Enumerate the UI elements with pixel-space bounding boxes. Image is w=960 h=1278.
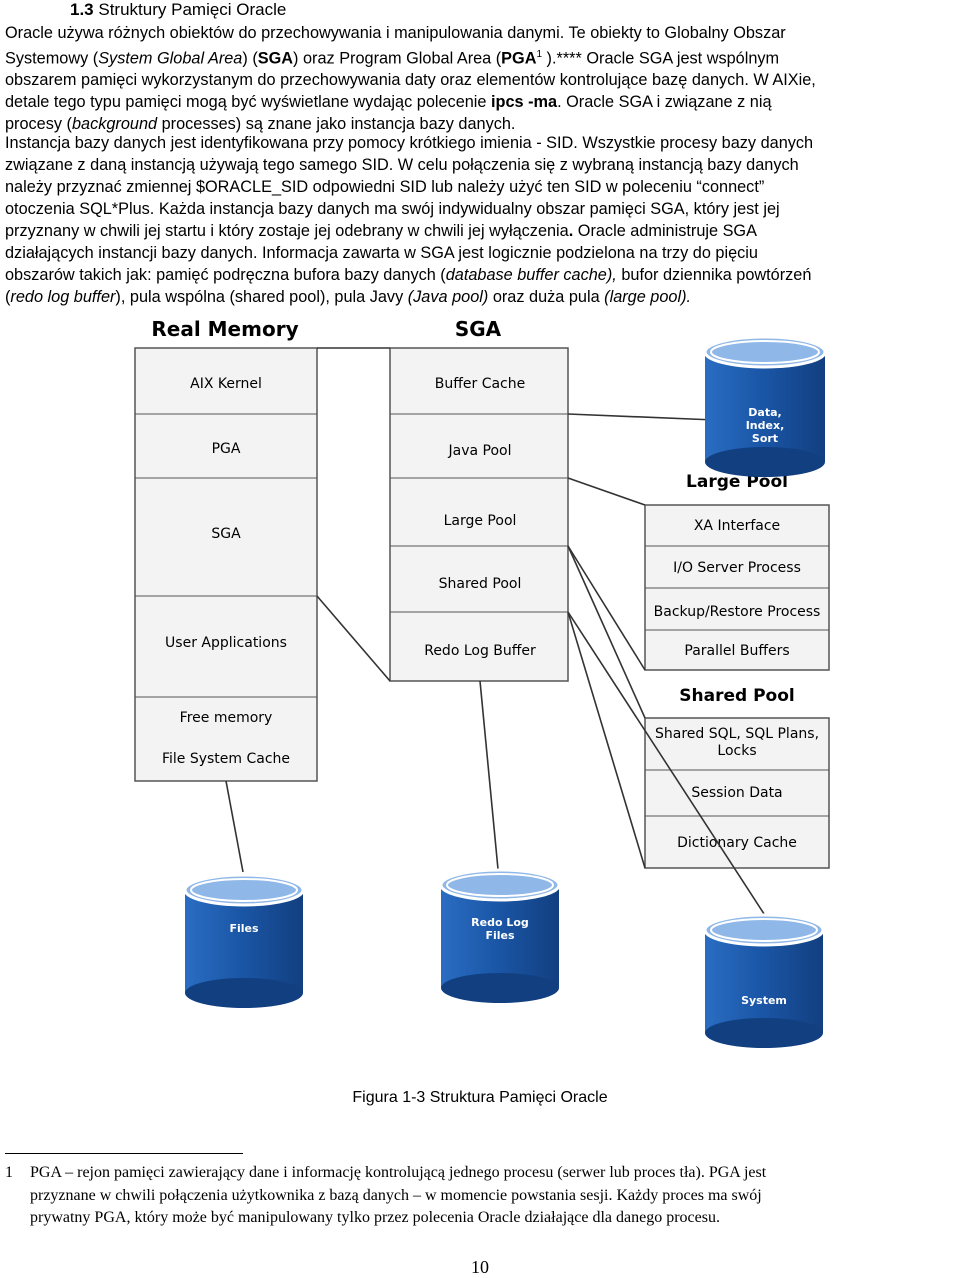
text-run: obszarem pamięci wykorzystanym do przech…	[5, 71, 816, 90]
footnote-line: PGA – rejon pamięci zawierający dane i i…	[30, 1164, 767, 1181]
rm-item-sga: SGA	[211, 526, 241, 542]
cyl-system-label: System	[741, 994, 787, 1007]
oracle-memory-diagram: Real Memory SGA AIX Kernel PGA SGA User …	[134, 317, 830, 1048]
sga-title: SGA	[455, 317, 502, 341]
footnote-separator	[5, 1153, 243, 1154]
rm-item-aix-kernel: AIX Kernel	[190, 376, 262, 392]
text-run: obszarów takich jak: pamięć podręczna bu…	[5, 266, 446, 284]
text-run: ) oraz Program Global Area (	[293, 49, 502, 68]
sga-item-large-pool: Large Pool	[444, 513, 517, 529]
section-number: 1.3	[70, 0, 94, 19]
sga-column: Buffer Cache Java Pool Large Pool Shared…	[389, 347, 569, 682]
text-run: SGA	[257, 49, 294, 68]
paragraph-line: obszarem pamięci wykorzystanym do przech…	[5, 69, 957, 91]
sp-item-session-data: Session Data	[691, 785, 782, 801]
text-run: System Global Area	[98, 49, 243, 68]
text-run: otoczenia SQL*Plus. Każda instancja bazy…	[5, 200, 780, 218]
text-run: działających instancji bazy danych. Info…	[5, 244, 758, 262]
text-run: Systemowy (	[5, 49, 99, 68]
footnote-number: 1	[5, 1164, 13, 1181]
text-run: procesy (	[5, 115, 72, 134]
text-run: Instancja bazy danych jest identyfikowan…	[5, 134, 814, 152]
text-run: database buffer cache),	[445, 266, 617, 284]
text-run: Oracle administruje SGA	[573, 222, 757, 240]
paragraph-line: działających instancji bazy danych. Info…	[5, 242, 957, 264]
sga-item-buffer-cache: Buffer Cache	[435, 376, 525, 392]
text-run: .	[568, 222, 574, 240]
text-run: processes) są znane jako instancja bazy …	[157, 115, 516, 134]
text-run: (Java pool)	[407, 288, 489, 306]
shared-pool-block: Shared Pool Shared SQL, SQL Plans, Locks…	[644, 686, 830, 869]
real-memory-title: Real Memory	[151, 317, 298, 341]
cyl-data-line1: Data,	[748, 406, 781, 419]
sp-item-locks: Locks	[717, 743, 756, 759]
rm-item-pga: PGA	[212, 441, 241, 457]
figure-caption: Figura 1-3 Struktura Pamięci Oracle	[352, 1089, 608, 1106]
paragraph-line: przyznany w chwili jej startu i który zo…	[5, 220, 957, 242]
text-run: redo log buffer	[10, 288, 116, 306]
cylinder-files: Files	[183, 873, 305, 1008]
paragraph-line: Oracle używa różnych obiektów do przecho…	[5, 22, 957, 44]
lp-item-io-server-process: I/O Server Process	[673, 560, 801, 576]
paragraph-sga-intro: Oracle używa różnych obiektów do przecho…	[5, 22, 957, 135]
lp-item-parallel-buffers: Parallel Buffers	[684, 643, 789, 659]
footnote-text: PGA – rejon pamięci zawierający dane i i…	[30, 1162, 950, 1230]
shared-pool-title: Shared Pool	[679, 686, 794, 706]
real-memory-column: AIX Kernel PGA SGA User Applications Fre…	[134, 347, 318, 782]
text-run: związane z daną instancją używają tego s…	[5, 156, 799, 174]
rm-item-user-applications: User Applications	[165, 635, 287, 651]
cylinder-data-index-sort: Data, Index, Sort	[703, 335, 827, 477]
text-run: ipcs -ma	[491, 93, 558, 112]
text-run: ).**** Oracle SGA jest wspólnym	[542, 49, 780, 68]
paragraph-line: Instancja bazy danych jest identyfikowan…	[5, 132, 957, 154]
cyl-data-line2: Index,	[746, 419, 785, 432]
footnote-line: prywatny PGA, który może być manipulowan…	[30, 1209, 720, 1226]
section-heading: 1.3 Struktury Pamięci Oracle	[70, 0, 286, 20]
text-run: background	[71, 115, 158, 134]
text-run: PGA	[501, 49, 537, 68]
text-run: detale tego typu pamięci mogą być wyświe…	[5, 93, 491, 112]
text-run: ), pula wspólna (shared pool), pula Javy	[115, 288, 408, 306]
rm-item-free-memory: Free memory	[180, 710, 273, 726]
paragraph-line: detale tego typu pamięci mogą być wyświe…	[5, 91, 957, 113]
cylinder-system: System	[703, 913, 825, 1048]
paragraph-line: należy przyznać zmiennej $ORACLE_SID odp…	[5, 176, 957, 198]
paragraph-line: związane z daną instancją używają tego s…	[5, 154, 957, 176]
paragraph-line: otoczenia SQL*Plus. Każda instancja bazy…	[5, 198, 957, 220]
text-run: bufor dziennika powtórzeń	[616, 266, 812, 284]
paragraph-line: (redo log buffer), pula wspólna (shared …	[5, 286, 957, 308]
text-run: (large pool).	[604, 288, 692, 306]
paragraph-line: procesy (background processes) są znane …	[5, 113, 957, 135]
sp-item-dictionary-cache: Dictionary Cache	[677, 835, 797, 851]
connector-lines	[225, 347, 769, 921]
paragraph-instance-sid: Instancja bazy danych jest identyfikowan…	[5, 132, 957, 308]
cyl-data-line3: Sort	[752, 432, 778, 445]
sp-item-shared-sql: Shared SQL, SQL Plans,	[655, 726, 819, 742]
cyl-redo-line2: Files	[485, 929, 515, 942]
large-pool-title: Large Pool	[686, 472, 788, 492]
paragraph-line: obszarów takich jak: pamięć podręczna bu…	[5, 264, 957, 286]
section-title: Struktury Pamięci Oracle	[98, 0, 287, 19]
paragraph-line: Systemowy (System Global Area) (SGA) ora…	[5, 44, 957, 69]
text-run: przyznany w chwili jej startu i który zo…	[5, 222, 569, 240]
lp-item-backup-restore: Backup/Restore Process	[654, 604, 821, 620]
sga-item-shared-pool: Shared Pool	[439, 576, 522, 592]
text-run: . Oracle SGA i związane z nią	[557, 93, 772, 112]
text-run: Oracle używa różnych obiektów do przecho…	[5, 24, 786, 42]
cylinder-redo-log-files: Redo Log Files	[439, 868, 561, 1003]
large-pool-block: Large Pool XA Interface I/O Server Proce…	[644, 472, 830, 671]
text-run: (	[5, 288, 11, 306]
text-run: należy przyznać zmiennej $ORACLE_SID odp…	[5, 178, 765, 196]
cyl-files-label: Files	[229, 922, 259, 935]
text-run: ) (	[242, 49, 258, 68]
sga-item-redo-log-buffer: Redo Log Buffer	[424, 643, 536, 659]
cyl-redo-line1: Redo Log	[471, 916, 529, 929]
footnote-line: przyznane w chwili połączenia użytkownik…	[30, 1186, 762, 1204]
rm-item-file-system-cache: File System Cache	[162, 751, 290, 767]
page-number: 10	[471, 1257, 489, 1277]
text-run: 1	[536, 49, 543, 60]
sga-item-java-pool: Java Pool	[448, 443, 512, 459]
lp-item-xa-interface: XA Interface	[694, 518, 780, 534]
text-run: oraz duża pula	[488, 288, 605, 306]
